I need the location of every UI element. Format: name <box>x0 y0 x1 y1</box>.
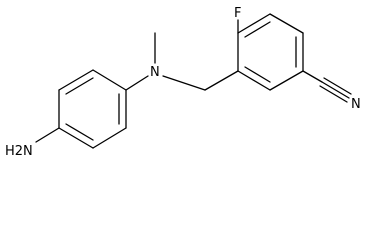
ring-ch2-bond <box>204 70 239 91</box>
ring-bond <box>92 69 127 91</box>
ring-bond <box>237 13 271 34</box>
amine-nh2-label: H2N <box>5 144 33 159</box>
ring-double-bond <box>244 66 271 83</box>
n-aryl-bond <box>125 75 149 91</box>
nitrile-triple-bond <box>319 77 352 103</box>
ring-bond <box>269 13 304 34</box>
ring-bond <box>237 70 271 91</box>
amine-nitrogen-label: N <box>150 65 160 80</box>
ring-bond <box>269 70 304 91</box>
ring-bond <box>58 127 94 149</box>
molecule-structure: F N N H2N <box>5 6 361 159</box>
nitrile-nitrogen-label: N <box>351 97 361 112</box>
structure-diagram: F N N H2N <box>5 6 361 159</box>
ring-bond <box>58 69 94 91</box>
c-cn-bond <box>302 70 323 83</box>
c-nh2-bond <box>35 127 60 143</box>
ring-bond <box>92 127 127 149</box>
right-benzene-ring <box>237 13 304 91</box>
left-benzene-ring <box>58 69 127 149</box>
ring-double-bond <box>244 21 271 38</box>
ring-double-bond <box>65 123 94 141</box>
ring-double-bond <box>65 77 94 95</box>
ch2-n-bond <box>162 75 206 91</box>
fluorine-label: F <box>234 6 241 21</box>
